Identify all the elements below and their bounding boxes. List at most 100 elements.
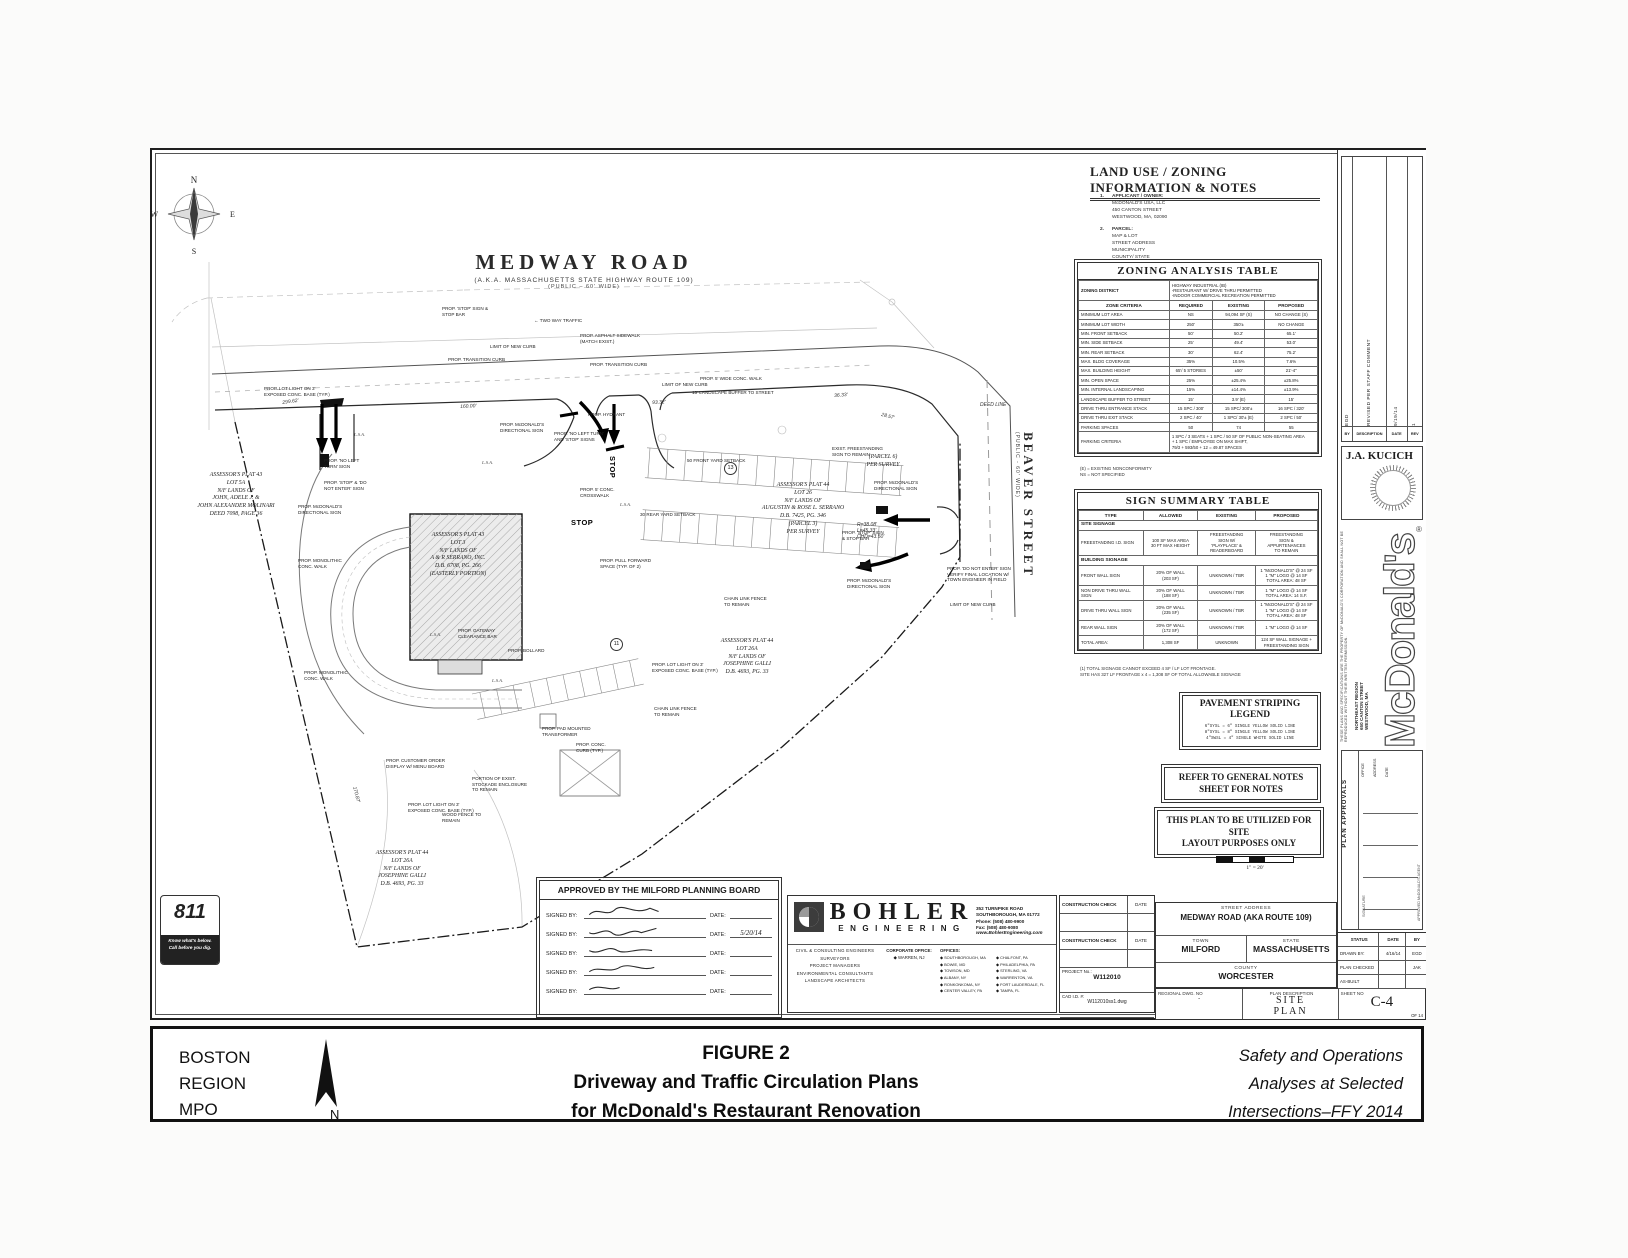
land-use-notes: 1. APPLICANT / OWNER: McDONALD'S USA, LL…: [1100, 194, 1168, 260]
plan-annotation: L.S.A.: [430, 632, 442, 637]
plan-annotation: L.S.A.: [492, 678, 504, 683]
plan-annotation: WOOD FENCE TO REMAIN: [442, 812, 482, 823]
plan-annotation: PROP. 5' CONC. CROSSWALK: [580, 487, 615, 498]
curb-lines: [214, 384, 961, 563]
plan-annotation: PROP. BOLLARD: [508, 648, 545, 653]
parking-count-bubble: 13: [724, 462, 737, 475]
parcel-note: ASSESSOR'S PLAT 44 LOT 26A N/F LANDS OF …: [720, 638, 774, 676]
plan-annotations-layer: PROP. 'STOP' SIGN & STOP BAR← TWO WAY TR…: [152, 150, 1337, 988]
sign-header-row: TYPE ALLOWED EXISTING PROPOSED: [1078, 510, 1319, 521]
plan-annotation: PROP. LOT LIGHT ON 3' EXPOSED CONC. BASE…: [652, 662, 718, 673]
drawing-sheet: N E S W PROP. 'STOP' SIGN & STOP BAR← TW…: [150, 148, 1426, 1020]
plan-annotation: 160.00': [460, 403, 477, 410]
plan-annotation: EXIST. FREESTANDING SIGN TO REMAIN: [832, 446, 883, 457]
street-address: MEDWAY ROAD (AKA ROUTE 109): [1180, 913, 1312, 922]
plan-annotation: PROP. MONOLITHIC CONC. WALK: [298, 558, 342, 569]
parking-count-bubble: 11: [610, 638, 623, 651]
property-boundary: [234, 421, 961, 948]
figure-title: FIGURE 2 Driveway and Traffic Circulatio…: [571, 1043, 921, 1122]
approval-signature-row: SIGNED BY:DATE:: [540, 976, 778, 995]
parcel-note: ASSESSOR'S PLAT 44 LOT 26 N/F LANDS OF A…: [761, 482, 845, 535]
bohler-logo-icon: [794, 902, 824, 932]
bohler-name: BOHLER: [829, 899, 975, 925]
parcel-note: ASSESSOR'S PLAT 44 LOT 26A N/F LANDS OF …: [375, 850, 429, 888]
figure-caption-band: BOSTON REGION MPO N FIGURE 2 Driveway an…: [150, 1026, 1424, 1122]
mcdonalds-region-address: NORTHEAST REGION 650 CANTON STREET WESTW…: [1354, 682, 1369, 730]
land-use-heading: LAND USE / ZONING INFORMATION & NOTES: [1090, 164, 1320, 201]
plan-annotation: PROP. GATEWAY CLEARANCE BAR: [458, 628, 497, 639]
parking-stalls: [471, 425, 904, 720]
sheet-id-row: REGIONAL DWG. NO - PLAN DESCRIPTION SITE…: [1155, 988, 1426, 1020]
bohler-offices: ◆ SOUTHBOROUGH, MA◆ BOWIE, MD◆ TOWSON, M…: [940, 955, 986, 994]
plan-annotation: PROP. ASPHALT SIDEWALK (MATCH EXIST.): [580, 333, 641, 344]
plan-annotation: L.S.A.: [354, 432, 366, 437]
zoning-analysis-table: ZONING ANALYSIS TABLE ZONING DISTRICT HI…: [1074, 259, 1322, 457]
plan-annotation: PROP. 'STOP' & 'DO NOT ENTER' SIGN: [324, 480, 367, 491]
mpo-name: BOSTON REGION MPO: [179, 1048, 251, 1119]
state: MASSACHUSETTS: [1252, 944, 1330, 954]
plan-annotation: PROP. PAD MOUNTED TRANSFORMER: [542, 726, 591, 737]
plan-annotation: L.S.A.: [482, 460, 494, 465]
bohler-website: www.BohlerEngineering.com: [976, 930, 1043, 936]
plan-annotation: PROP. 'NO LEFT TURN' AND 'STOP' SIGNS: [554, 431, 604, 442]
site-structures: [539, 713, 621, 797]
street-address-block: STREET ADDRESS MEDWAY ROAD (AKA ROUTE 10…: [1155, 902, 1337, 988]
status-row: AS-BUILT: [1338, 975, 1426, 989]
stop-marking: STOP: [571, 518, 594, 527]
county: WORCESTER: [1218, 971, 1274, 981]
plan-annotation: R=38.08' L=45.33' CHD=43.50': [857, 522, 885, 540]
sheet-number: C-4: [1370, 994, 1394, 1010]
svg-text:E: E: [230, 210, 235, 219]
mcdonalds-fineprint: THESE PLANS AND SPECIFICATIONS ARE THE P…: [1340, 530, 1348, 742]
plan-annotation: PROP. 5' WIDE CONC. WALK: [700, 376, 762, 381]
plan-annotation: DEED LINE: [980, 402, 1007, 408]
town: MILFORD: [1181, 944, 1221, 954]
plan-annotation: 36.33': [834, 392, 848, 399]
bohler-offices: ◆ CHALFONT, PA◆ PHILADELPHIA, PA◆ STERLI…: [996, 955, 1045, 994]
sign-row: SITE SIGNAGE: [1078, 519, 1318, 531]
svg-text:N: N: [191, 175, 198, 185]
signature-scribble: [584, 981, 706, 995]
report-title: Safety and Operations Analyses at Select…: [1228, 1047, 1403, 1121]
svg-text:McDonald's: McDonald's: [1376, 533, 1423, 748]
cad-id: W112010ss1.dwg: [1087, 999, 1127, 1005]
mcdonalds-logotype: McDonald's ®: [1375, 525, 1423, 749]
plan-annotation: LIMIT OF NEW CURB: [662, 382, 708, 387]
plan-annotation: 15' LANDSCAPE BUFFER TO STREET: [692, 390, 774, 395]
plan-annotation: PROP. CONC. CURB (TYP.): [576, 742, 606, 753]
svg-text:®: ®: [1416, 525, 1422, 534]
plan-annotation: CHAIN LINK FENCE TO REMAIN: [654, 706, 697, 717]
sign-footnote: (1) TOTAL SIGNAGE CANNOT EXCEED 4 SF / L…: [1080, 666, 1241, 678]
context-lines: [171, 262, 935, 948]
engineer-name: J.A. KUCICH: [1346, 450, 1413, 462]
plan-annotation: PROP. 'DO NOT ENTER' SIGN VERIFY FINAL L…: [947, 566, 1011, 583]
signature-scribble: [584, 905, 706, 919]
plan-annotation: PROP. LOT LIGHT ON 3' EXPOSED CONC. BASE…: [408, 802, 474, 813]
signature-scribble: [584, 962, 706, 976]
plan-annotation: PROP. HYDRANT: [588, 412, 626, 417]
pavement-striping-legend: PAVEMENT STRIPING LEGEND 6"SYSL = 6" SIN…: [1179, 692, 1321, 750]
beaver-street-label: BEAVER STREET (PUBLIC - 60' WIDE): [1014, 432, 1036, 579]
